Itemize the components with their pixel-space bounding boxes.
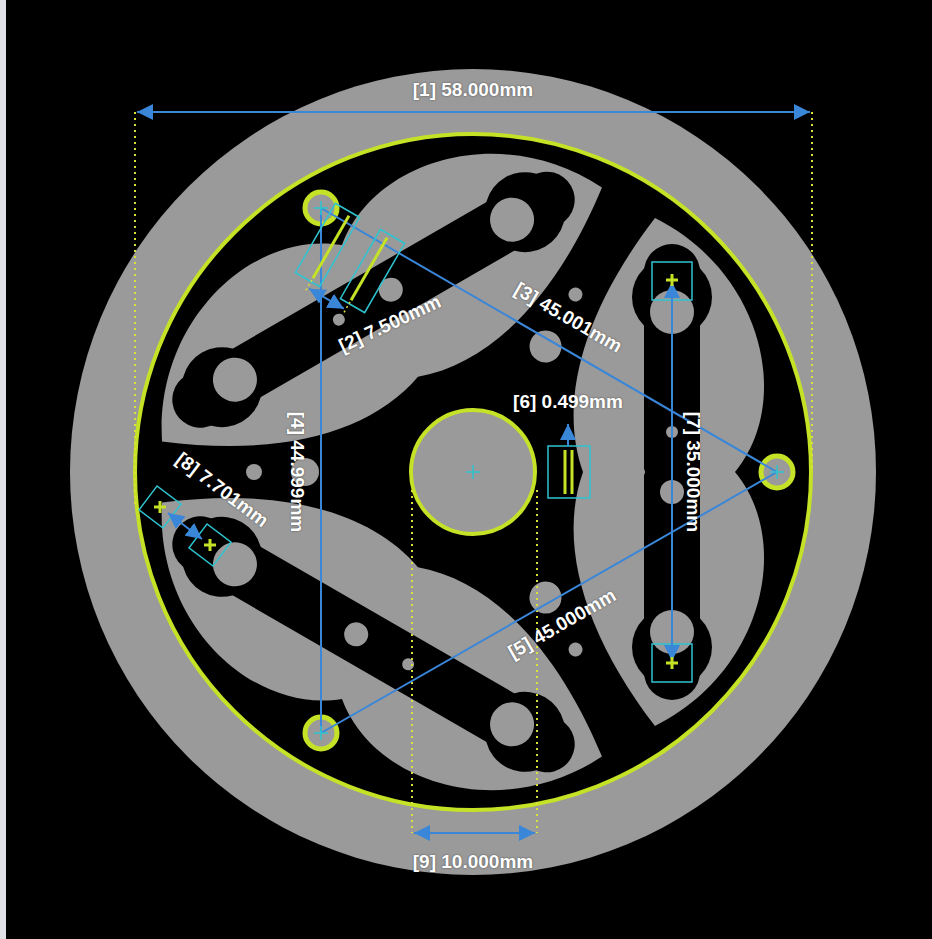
window-edge (0, 0, 6, 939)
edge-line (313, 216, 349, 278)
dimension-line (137, 111, 810, 113)
arm-end (470, 677, 579, 786)
spoke-holes (246, 458, 319, 486)
gauge-box (340, 229, 404, 312)
dimension-label: [7] 35.000mm (682, 412, 704, 532)
arm-hole (205, 350, 265, 410)
gauge-box (548, 446, 590, 498)
point-marker (154, 501, 166, 513)
edge-line (351, 238, 387, 300)
dimension-label: [2] 7.500mm (336, 291, 445, 357)
extension-line (411, 490, 413, 833)
lens-shape (108, 93, 643, 512)
dimension-line (414, 832, 535, 834)
extension-line (536, 490, 538, 833)
point-marker (666, 657, 678, 669)
arm-end (470, 158, 579, 267)
arm-hole (482, 190, 542, 250)
center-mark (770, 465, 784, 479)
outer-disc (70, 69, 876, 875)
dimension-line (671, 282, 673, 661)
small-hole (400, 656, 416, 672)
lens-shape (108, 432, 643, 851)
small-hole (340, 618, 373, 651)
extension-line (811, 112, 813, 470)
lens-shape (574, 218, 764, 726)
leader-line (567, 424, 569, 446)
dimension-label: [4] 44.999mm (286, 412, 308, 532)
spoke-hole (587, 459, 613, 485)
plate-outline (135, 134, 811, 810)
spoke-hole (246, 464, 262, 480)
dimension-label: [8] 7.701mm (172, 448, 273, 532)
dimension-line (168, 513, 202, 539)
gauge-box (295, 203, 359, 286)
dimension-line (321, 472, 777, 733)
small-hole (374, 273, 407, 306)
gauge-box-group (139, 486, 181, 528)
extension-line (134, 112, 136, 505)
gauge-box (139, 486, 181, 528)
edge-line (571, 450, 574, 494)
center-mark (466, 465, 480, 479)
dimension-label: [9] 10.000mm (413, 851, 533, 873)
center-bore (411, 410, 535, 534)
center-mark (314, 201, 328, 215)
width-gauge (290, 203, 404, 321)
arm-hole (482, 694, 542, 754)
center-mark (314, 726, 328, 740)
lens-region (108, 93, 643, 512)
point-marker (666, 274, 678, 286)
point-marker (204, 539, 216, 551)
mounting-hole (761, 456, 793, 488)
small-hole (331, 311, 347, 327)
gauge-box (189, 524, 231, 566)
spoke-hole (566, 285, 585, 304)
arm-end (167, 333, 276, 442)
lens-region (108, 432, 643, 851)
spoke-hole (566, 640, 585, 659)
extension-line (344, 302, 350, 312)
dimension-line (309, 289, 344, 309)
dimension-label: [3] 45.001mm (510, 278, 625, 357)
gauge-box-group (189, 524, 231, 566)
dimension-line (321, 208, 777, 472)
spoke-hole (635, 467, 645, 477)
lens-region (574, 218, 764, 726)
edge-line (564, 450, 567, 494)
dimension-label: [5] 45.000mm (504, 584, 619, 663)
dimension-label: [1] 58.000mm (413, 79, 533, 101)
dimension-label: [6] 0.499mm (513, 391, 623, 413)
